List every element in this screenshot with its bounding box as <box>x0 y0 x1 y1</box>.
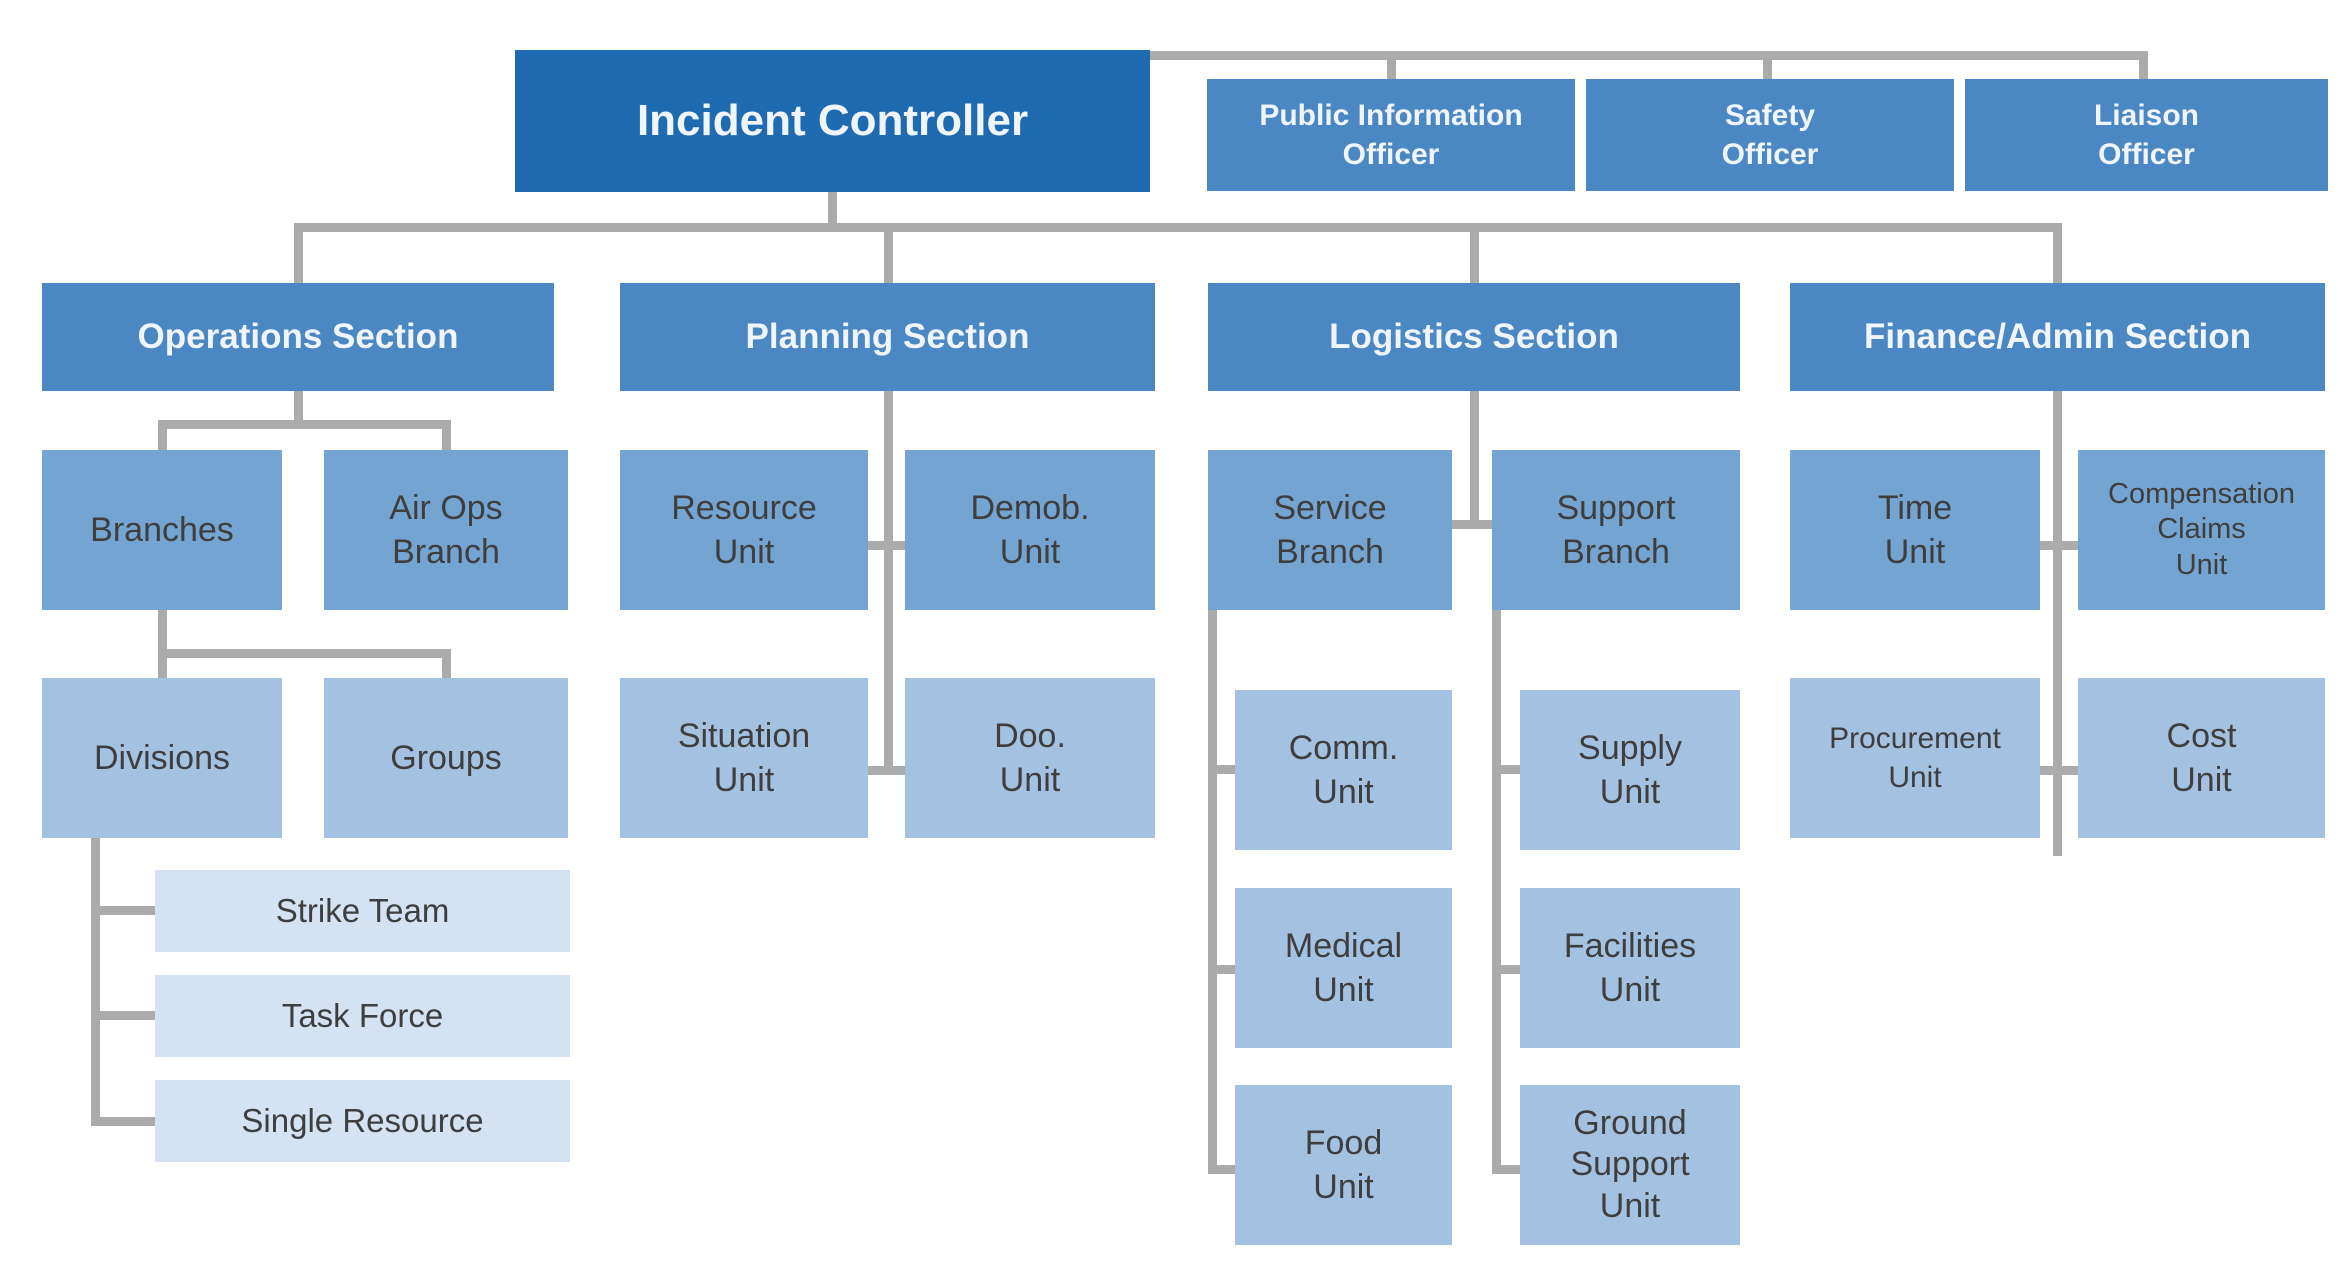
connector-line <box>1387 51 1396 79</box>
node-task-force: Task Force <box>155 975 570 1057</box>
node-support-branch: Support Branch <box>1492 450 1740 610</box>
node-planning-section: Planning Section <box>620 283 1155 391</box>
connector-line <box>1492 765 1520 774</box>
node-facilities-unit: Facilities Unit <box>1520 888 1740 1048</box>
connector-line <box>1208 965 1235 974</box>
node-service-branch: Service Branch <box>1208 450 1452 610</box>
node-situation-unit: Situation Unit <box>620 678 868 838</box>
node-resource-unit: Resource Unit <box>620 450 868 610</box>
node-doo-unit: Doo. Unit <box>905 678 1155 838</box>
connector-line <box>868 541 905 550</box>
node-strike-team: Strike Team <box>155 870 570 952</box>
node-finance-admin-section: Finance/Admin Section <box>1790 283 2325 391</box>
connector-line <box>158 649 451 658</box>
connector-line <box>442 649 451 678</box>
connector-line <box>868 766 905 775</box>
connector-line <box>2053 223 2062 283</box>
connector-line <box>91 838 100 1126</box>
node-logistics-section: Logistics Section <box>1208 283 1740 391</box>
node-groups: Groups <box>324 678 568 838</box>
connector-line <box>294 223 303 283</box>
connector-line <box>1208 765 1235 774</box>
connector-line <box>1470 391 1479 529</box>
connector-line <box>158 610 167 678</box>
connector-line <box>1208 1165 1235 1174</box>
connector-line <box>884 223 893 283</box>
connector-line <box>1208 610 1217 1174</box>
connector-line <box>1492 610 1501 1174</box>
connector-line <box>1452 520 1492 529</box>
connector-line <box>1470 223 1479 283</box>
node-safety-officer: Safety Officer <box>1586 79 1954 191</box>
node-ground-support-unit: Ground Support Unit <box>1520 1085 1740 1245</box>
connector-line <box>294 223 2062 232</box>
connector-line <box>158 420 451 429</box>
node-public-information-officer: Public Information Officer <box>1207 79 1575 191</box>
connector-line <box>442 420 451 450</box>
connector-line <box>2053 391 2062 856</box>
node-demob-unit: Demob. Unit <box>905 450 1155 610</box>
connector-line <box>91 906 155 915</box>
node-operations-section: Operations Section <box>42 283 554 391</box>
connector-line <box>2040 541 2078 550</box>
connector-line <box>1492 965 1520 974</box>
connector-line <box>91 1117 155 1126</box>
node-air-ops-branch: Air Ops Branch <box>324 450 568 610</box>
connector-line <box>1763 51 1772 79</box>
node-single-resource: Single Resource <box>155 1080 570 1162</box>
connector-line <box>828 192 837 232</box>
node-cost-unit: Cost Unit <box>2078 678 2325 838</box>
connector-line <box>158 420 167 450</box>
node-medical-unit: Medical Unit <box>1235 888 1452 1048</box>
connector-line <box>2139 51 2148 79</box>
node-liaison-officer: Liaison Officer <box>1965 79 2328 191</box>
node-compensation-claims-unit: Compensation Claims Unit <box>2078 450 2325 610</box>
node-food-unit: Food Unit <box>1235 1085 1452 1245</box>
node-supply-unit: Supply Unit <box>1520 690 1740 850</box>
connector-line <box>294 391 303 429</box>
connector-line <box>91 1011 155 1020</box>
connector-line <box>2040 766 2078 775</box>
node-incident-controller: Incident Controller <box>515 50 1150 192</box>
connector-line <box>884 391 893 775</box>
node-comm-unit: Comm. Unit <box>1235 690 1452 850</box>
connector-line <box>1149 51 2148 60</box>
connector-line <box>1492 1165 1520 1174</box>
node-branches: Branches <box>42 450 282 610</box>
node-procurement-unit: Procurement Unit <box>1790 678 2040 838</box>
node-divisions: Divisions <box>42 678 282 838</box>
node-time-unit: Time Unit <box>1790 450 2040 610</box>
